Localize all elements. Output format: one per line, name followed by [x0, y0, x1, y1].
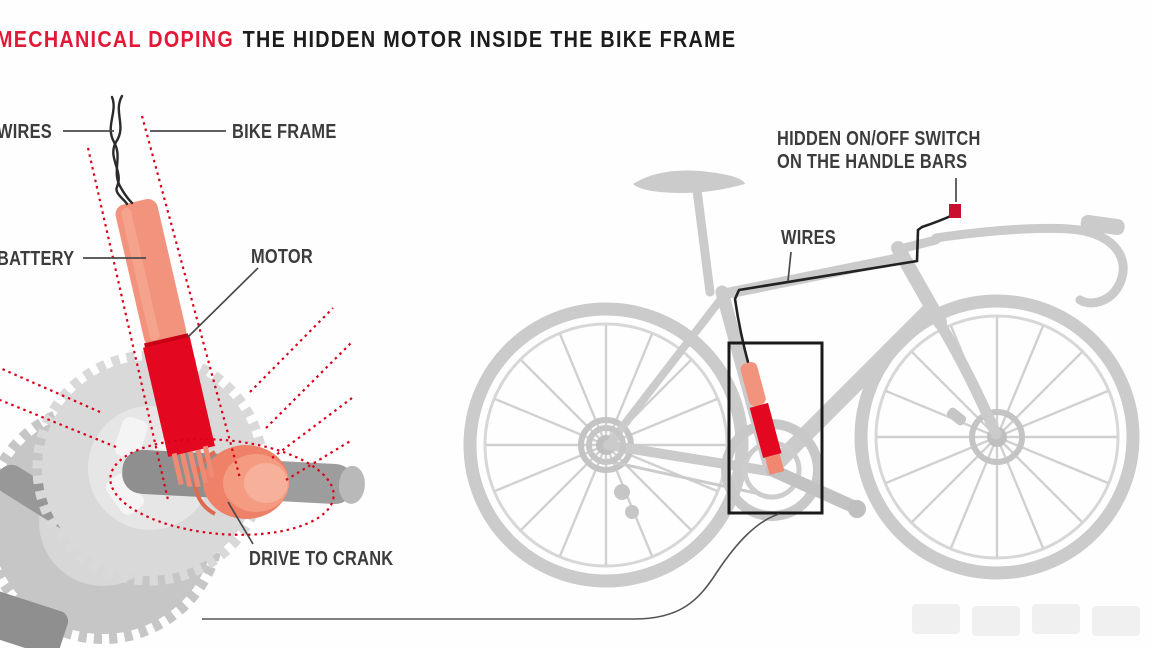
- label-drive-to-crank: DRIVE TO CRANK: [249, 548, 394, 570]
- label-wires-detail: WIRES: [0, 121, 52, 143]
- drivetrain-details: [586, 407, 967, 519]
- page-title: MECHANICAL DOPING THE HIDDEN MOTOR INSIDE…: [0, 26, 736, 53]
- detail-crank-assembly: [0, 94, 365, 648]
- motor-gear-teeth: [171, 445, 215, 488]
- onoff-switch-marker: [949, 204, 961, 218]
- battery-motor-unit: [115, 199, 215, 488]
- label-wires-bike: WIRES: [781, 227, 836, 249]
- background-ghost-marks: [912, 604, 1140, 636]
- motor-body: [143, 336, 215, 457]
- seat-tube-callout-box: [727, 341, 824, 515]
- label-hidden-switch: HIDDEN ON/OFF SWITCH ON THE HANDLE BARS: [777, 128, 981, 174]
- detail-wires: [109, 94, 134, 206]
- frame-outline-dotted: [0, 115, 353, 536]
- label-bike-frame: BIKE FRAME: [232, 121, 337, 143]
- title-accent: MECHANICAL DOPING: [0, 26, 235, 52]
- brake-hood: [1080, 214, 1125, 236]
- label-motor: MOTOR: [251, 246, 313, 268]
- title-rest: THE HIDDEN MOTOR INSIDE THE BIKE FRAME: [242, 26, 737, 52]
- detail-connector-line: [202, 513, 780, 620]
- label-battery: BATTERY: [0, 248, 75, 270]
- leader-lines: [63, 130, 957, 545]
- label-hidden-switch-line2: ON THE HANDLE BARS: [777, 151, 968, 173]
- saddle: [633, 170, 745, 193]
- hidden-motor-in-frame: [740, 362, 785, 475]
- label-hidden-switch-line1: HIDDEN ON/OFF SWITCH: [777, 128, 981, 150]
